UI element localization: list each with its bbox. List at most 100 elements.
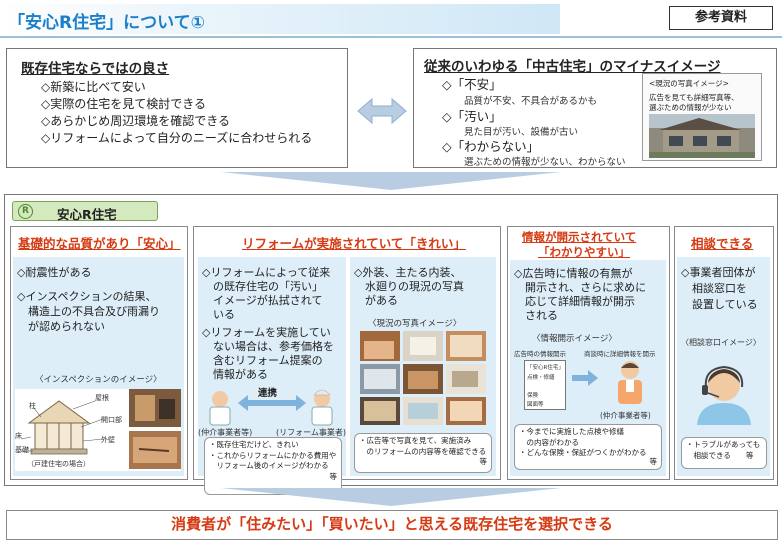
note-line: ・これからリフォームにかかる費用や <box>209 450 337 460</box>
reform-company-label: (リフォーム事業者) <box>276 428 347 437</box>
note-line: のリフォームの内容等を確認できる <box>359 446 487 456</box>
quality-item: ◇耐震性がある <box>17 266 92 279</box>
note-line: ・既存住宅だけど、きれい <box>209 440 299 449</box>
reform-photo-item: 水廻りの現況の写真 <box>354 280 464 293</box>
current-photo-card: <現況の写真イメージ> 広告を見ても詳細写真等、 選ぶための情報が少ない <box>642 73 762 161</box>
reform-item: ◇リフォームによって従来 <box>202 266 331 279</box>
negative-item-desc: 品質が不安、不具合があるかも <box>464 96 598 107</box>
reform-heading: リフォームが実施されていて「きれい」 <box>242 236 466 251</box>
doc-line: 点検・修繕 <box>527 375 555 381</box>
consult-item: 相談窓口を <box>681 282 747 295</box>
reform-photo-item: がある <box>354 294 398 307</box>
double-arrow-icon <box>357 97 407 125</box>
collaboration-illustration <box>209 389 333 426</box>
diagram-label: 基礎 <box>15 446 29 454</box>
quality-item: ◇インスペクションの結果、 <box>17 290 157 303</box>
title-background <box>0 4 560 34</box>
photo-caption-line: 広告を見ても詳細写真等、 <box>649 93 739 102</box>
info-item: 応じて詳細情報が開示 <box>514 295 635 308</box>
photo-caption-title: <現況の写真イメージ> <box>649 79 729 88</box>
reform-left-body: ◇リフォームによって従来 の既存住宅の「汚い」 イメージが払拭されて いる ◇リ… <box>198 257 347 495</box>
negative-heading: 従来のいわゆる「中古住宅」のマイナスイメージ <box>424 59 721 75</box>
diagram-label: 柱 <box>29 402 36 410</box>
arrow-right-icon <box>572 370 598 386</box>
note-line: ・トラブルがあっても <box>686 440 761 449</box>
consult-column: 相談できる ◇事業者団体が 相談窓口を 設置している 〈相談窓口イメージ〉 ・ト… <box>674 226 774 480</box>
note-line: 等 <box>479 457 488 466</box>
info-item: される <box>514 309 558 322</box>
reform-item: 含むリフォーム提案の <box>202 354 323 367</box>
note-line: の内容がわかる <box>519 437 579 447</box>
note-line: 等 <box>329 471 338 481</box>
reform-right-note: ・広告等で写真を見て、実施済み のリフォームの内容等を確認できる 等 <box>354 433 492 473</box>
reform-item: イメージが払拭されて <box>202 294 323 307</box>
negative-item-title: ◇「わからない」 <box>442 139 540 154</box>
consult-item: 設置している <box>681 298 758 311</box>
info-item: 開示され、さらに求めに <box>514 281 647 294</box>
reform-column: リフォームが実施されていて「きれい」 ◇リフォームによって従来 の既存住宅の「汚… <box>193 226 501 495</box>
house-diagram <box>20 400 104 455</box>
negative-item-title: ◇「汚い」 <box>442 109 502 124</box>
diagram-label: 開口部 <box>101 416 122 424</box>
note-line: ・どんな保険・保証がつくかがわかる <box>519 448 647 457</box>
info-agent-label: (仲介事業者等) <box>600 411 651 420</box>
info-image-caption: 〈情報開示イメージ〉 <box>532 334 617 344</box>
doc-line: 保険 <box>527 393 539 399</box>
reform-item: の既存住宅の「汚い」 <box>202 280 323 293</box>
info-note: ・今までに実施した点検や修繕 の内容がわかる ・どんな保険・保証がつくかがわかる… <box>514 424 662 470</box>
negative-item-desc: 見た目が汚い、設備が古い <box>464 127 579 138</box>
negative-item-title: ◇「不安」 <box>442 77 502 92</box>
reform-item: ◇リフォームを実施してい <box>202 326 331 339</box>
diagram-label: 外壁 <box>101 436 115 444</box>
reform-item: ない場合は、参考価格を <box>202 340 334 353</box>
info-item: ◇広告時に情報の有無が <box>514 267 633 280</box>
inspection-caption: 〈インスペクションのイメージ〉 <box>35 375 162 385</box>
merit-item: ◇実際の住宅を見て検討できる <box>41 97 206 111</box>
doc-line: 「安心R住宅」 <box>527 365 564 371</box>
agent-label: (仲介事業者等) <box>198 428 253 437</box>
note-line: 相談できる 等 <box>686 450 754 460</box>
consult-image-caption: 〈相談窓口イメージ〉 <box>681 338 761 347</box>
down-arrow-icon <box>221 488 561 506</box>
agent-figure <box>618 361 642 404</box>
merit-item: ◇あらかじめ周辺環境を確認できる <box>41 114 230 128</box>
quality-item: 構造上の不具合及び雨漏り <box>17 305 160 318</box>
link-label: 連携 <box>258 388 278 399</box>
page-title: 「安心R住宅」について① <box>8 13 205 33</box>
merit-item: ◇新築に比べて安い <box>41 80 146 94</box>
conclusion-box: 消費者が「住みたい」「買いたい」と思える既存住宅を選択できる <box>6 510 778 540</box>
note-line: ・広告等で写真を見て、実施済み <box>359 436 472 445</box>
reform-item: 情報がある <box>202 368 268 381</box>
reform-photo-caption: 〈現況の写真イメージ〉 <box>368 319 462 329</box>
note-line: ・今までに実施した点検や修繕 <box>519 427 624 436</box>
info-heading-line2: 「わかりやすい」 <box>538 245 630 259</box>
quality-heading: 基礎的な品質があり「安心」 <box>18 236 181 251</box>
quality-item: が認められない <box>17 320 105 333</box>
down-arrow-icon <box>221 172 561 190</box>
negative-image-box: 従来のいわゆる「中古住宅」のマイナスイメージ ◇「不安」 品質が不安、不具合があ… <box>413 48 777 168</box>
reference-badge: 参考資料 <box>669 6 773 30</box>
merit-item: ◇リフォームによって自分のニーズに合わせられる <box>41 131 313 145</box>
info-column: 情報が開示されていて 「わかりやすい」 ◇広告時に情報の有無が 開示され、さらに… <box>507 226 670 480</box>
reform-item: いる <box>202 308 235 321</box>
diagram-label: 床 <box>15 432 22 440</box>
diagram-caption: （戸建住宅の場合） <box>27 460 90 468</box>
old-house-photo <box>649 114 755 158</box>
consult-item: ◇事業者団体が <box>681 266 756 279</box>
consult-body: ◇事業者団体が 相談窓口を 設置している 〈相談窓口イメージ〉 ・トラブルがあっ… <box>677 257 770 476</box>
reform-photo-item: ◇外装、主たる内装、 <box>354 266 462 279</box>
title-divider <box>0 36 782 38</box>
negative-item-desc: 選ぶための情報が少ない、わからない <box>464 157 626 168</box>
call-center-figure <box>697 365 751 425</box>
consult-heading: 相談できる <box>691 236 754 251</box>
note-line: 等 <box>649 456 658 466</box>
info-document: 「安心R住宅」 点検・修繕 保険 図面等 <box>524 360 566 410</box>
anshin-r-title: 安心R住宅 <box>57 207 117 222</box>
consult-note: ・トラブルがあっても 相談できる 等 <box>681 437 767 469</box>
quality-body: ◇耐震性がある ◇インスペクションの結果、 構造上の不具合及び雨漏り が認められ… <box>13 257 184 476</box>
photo-caption-line: 選ぶための情報が少ない <box>649 103 732 112</box>
flow-left-label: 広告時の情報開示 <box>514 350 566 358</box>
info-body: ◇広告時に情報の有無が 開示され、さらに求めに 応じて詳細情報が開示 される 〈… <box>510 260 666 476</box>
diagram-label: 屋根 <box>95 394 109 402</box>
reform-photos <box>360 331 486 425</box>
